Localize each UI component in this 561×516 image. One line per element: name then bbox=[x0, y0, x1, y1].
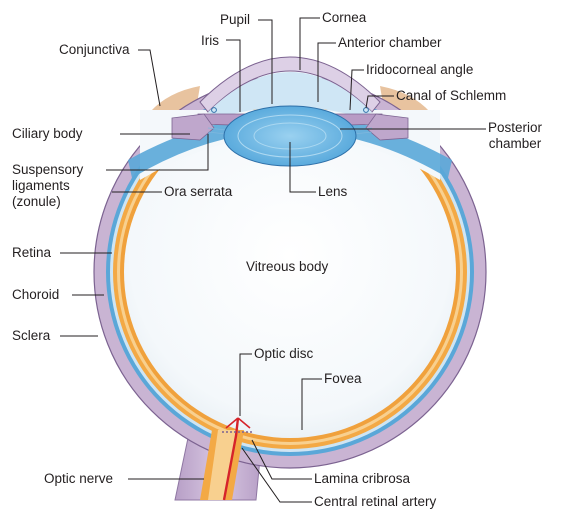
label-iridocorneal-angle: Iridocorneal angle bbox=[366, 62, 473, 78]
label-central-retinal-artery: Central retinal artery bbox=[314, 494, 436, 510]
label-sclera: Sclera bbox=[12, 328, 50, 344]
label-fovea: Fovea bbox=[324, 371, 362, 387]
label-optic-nerve: Optic nerve bbox=[44, 471, 113, 487]
label-lamina-cribrosa: Lamina cribrosa bbox=[314, 471, 410, 487]
label-choroid: Choroid bbox=[12, 287, 59, 303]
label-posterior-chamber: Posterior chamber bbox=[488, 120, 542, 152]
label-optic-disc: Optic disc bbox=[254, 346, 313, 362]
label-anterior-chamber: Anterior chamber bbox=[338, 35, 442, 51]
label-cornea: Cornea bbox=[322, 10, 366, 26]
label-conjunctiva: Conjunctiva bbox=[59, 42, 130, 58]
label-lens: Lens bbox=[318, 184, 347, 200]
label-vitreous-body: Vitreous body bbox=[246, 259, 328, 275]
label-suspensory-ligaments: Suspensory ligaments (zonule) bbox=[12, 162, 83, 210]
label-ciliary-body: Ciliary body bbox=[12, 126, 83, 142]
label-iris: Iris bbox=[201, 33, 219, 49]
label-canal-of-schlemm: Canal of Schlemm bbox=[396, 88, 506, 104]
label-retina: Retina bbox=[12, 245, 51, 261]
label-ora-serrata: Ora serrata bbox=[164, 184, 232, 200]
label-pupil: Pupil bbox=[220, 12, 250, 28]
